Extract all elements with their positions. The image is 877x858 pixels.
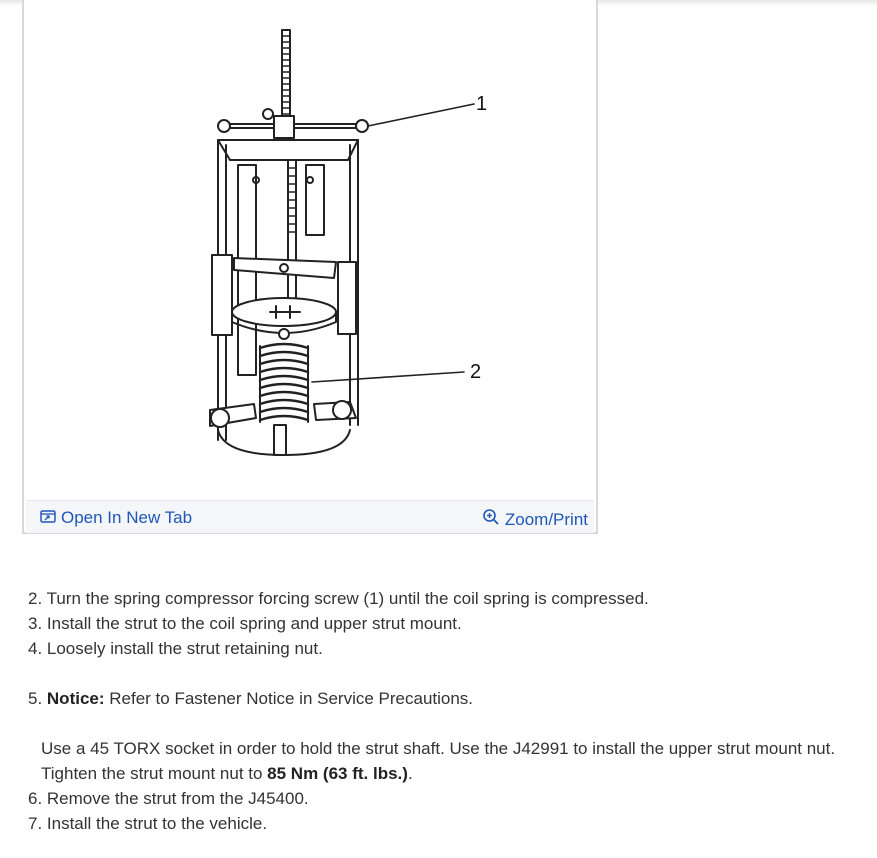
spacer	[28, 711, 873, 736]
step-5-body-line-1: Use a 45 TORX socket in order to hold th…	[41, 739, 836, 758]
spring-compressor-illustration: 1 2	[209, 29, 487, 456]
notice-text: Refer to Fastener Notice in Service Prec…	[104, 689, 474, 708]
notice-label: Notice:	[46, 689, 105, 708]
procedure-steps: 2. Turn the spring compressor forcing sc…	[28, 586, 873, 836]
torque-suffix: .	[407, 764, 413, 783]
step-7: 7. Install the strut to the vehicle.	[28, 814, 268, 833]
spacer	[28, 661, 873, 686]
zoom-print-label: Zoom/Print	[504, 509, 588, 529]
step-5-notice: 5. Notice: Refer to Fastener Notice in S…	[28, 686, 873, 711]
step-6: 6. Remove the strut from the J45400.	[28, 789, 309, 808]
callout-1: 1	[476, 93, 487, 115]
step-4: 4. Loosely install the strut retaining n…	[28, 639, 323, 658]
zoom-print-link[interactable]: Zoom/Print	[482, 508, 588, 531]
figure-toolbar: Open In New Tab Zoom/Print	[26, 500, 594, 533]
figure-container: 1 2 Open In New Tab Z	[22, 0, 598, 534]
step-2: 2. Turn the spring compressor forcing sc…	[28, 589, 649, 608]
step-3: 3. Install the strut to the coil spring …	[28, 614, 462, 633]
zoom-icon	[482, 508, 500, 531]
step-5-number: 5.	[28, 689, 47, 708]
open-new-tab-link[interactable]: Open In New Tab	[40, 508, 192, 528]
step-5-body-line-2: Tighten the strut mount nut to 85 Nm (63…	[28, 761, 873, 786]
torque-value: 85 Nm (63 ft. lbs.)	[267, 764, 408, 783]
callout-2: 2	[470, 361, 481, 383]
open-new-tab-icon	[40, 508, 56, 528]
open-new-tab-label: Open In New Tab	[61, 508, 193, 527]
torque-prefix: Tighten the strut mount nut to	[41, 764, 268, 783]
